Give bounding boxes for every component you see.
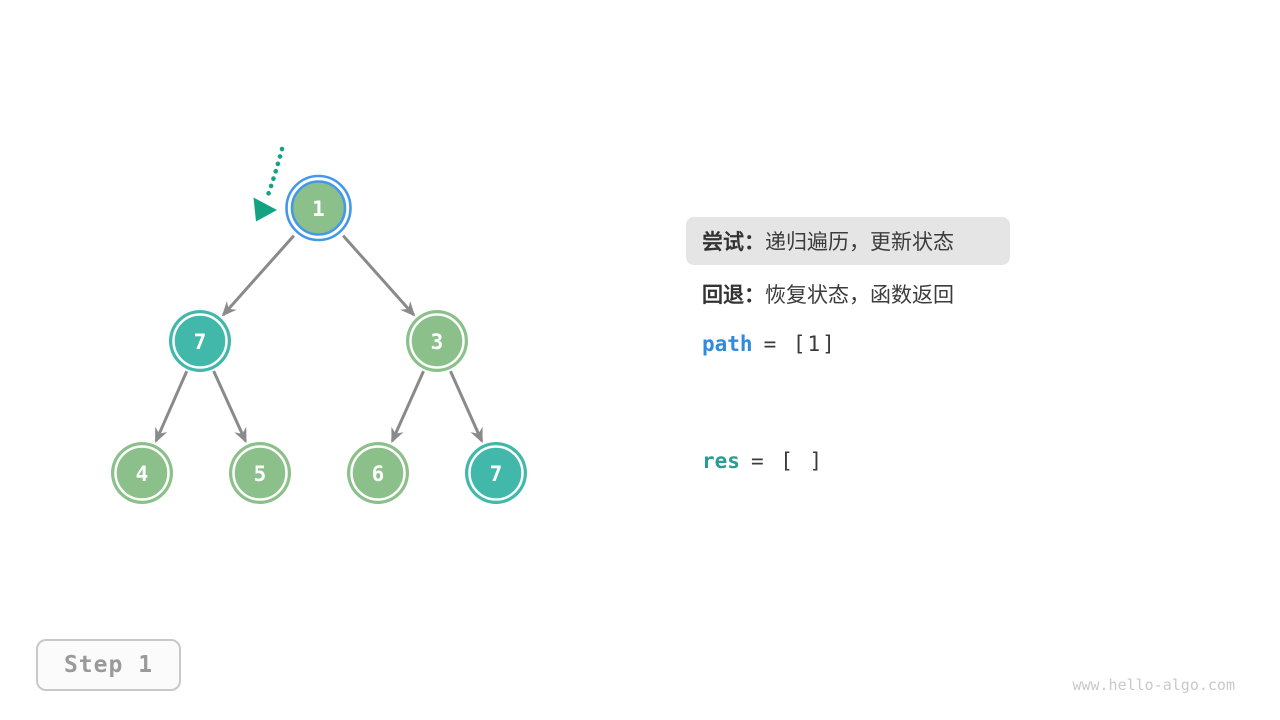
tree-node-value: 7: [194, 330, 207, 354]
tree-node-value: 5: [254, 462, 267, 486]
pointer-arrowhead-icon: [253, 197, 277, 222]
path-variable-value: = [1]: [763, 332, 837, 356]
tree-node-7: 7: [465, 442, 527, 504]
tree-node-value: 3: [431, 330, 444, 354]
back-line: 回退：恢复状态，函数返回: [702, 279, 954, 309]
tree-node-1: 1: [285, 174, 352, 242]
res-variable-name: res: [702, 449, 740, 473]
tree-svg: 1 7 3 4 5 6 7: [111, 146, 527, 504]
back-label: 回退：: [702, 284, 765, 307]
tree-node-value: 7: [490, 462, 503, 486]
watermark: www.hello-algo.com: [1072, 676, 1235, 694]
try-label: 尝试：: [702, 231, 765, 254]
tree-node-value: 1: [312, 197, 325, 221]
tree-edge-1-7: [221, 234, 296, 317]
path-variable-name: path: [702, 332, 753, 356]
step-badge-label: Step 1: [63, 652, 154, 678]
tree-edge-1-3: [341, 234, 416, 317]
tree-node-6: 6: [347, 442, 409, 504]
tree-edge-7-4: [154, 370, 189, 444]
traversal-pointer: [253, 146, 285, 222]
tree-node-value: 6: [372, 462, 385, 486]
tree-nodes: 1 7 3 4 5 6 7: [111, 174, 527, 504]
try-line: 尝试：递归遍历，更新状态: [702, 226, 954, 256]
back-text: 恢复状态，函数返回: [765, 284, 954, 307]
tree-node-value: 4: [136, 462, 149, 486]
tree-node-4: 4: [111, 442, 173, 504]
step-badge: Step 1: [36, 639, 181, 691]
pointer-dotted-trail: [265, 146, 285, 198]
tree-node-3: 3: [406, 310, 468, 372]
res-variable-line: res = [ ]: [702, 449, 824, 473]
tree-edge-7-5: [212, 370, 247, 444]
tree-edge-3-7: [449, 370, 484, 444]
path-variable-line: path = [1]: [702, 332, 837, 356]
tree-edge-3-6: [390, 370, 425, 444]
tree-node-5: 5: [229, 442, 291, 504]
try-highlight-box: 尝试：递归遍历，更新状态: [686, 217, 1010, 265]
tree-edges: [154, 234, 484, 444]
tree-node-7: 7: [169, 310, 231, 372]
res-variable-value: = [ ]: [750, 449, 825, 473]
try-text: 递归遍历，更新状态: [765, 231, 954, 254]
